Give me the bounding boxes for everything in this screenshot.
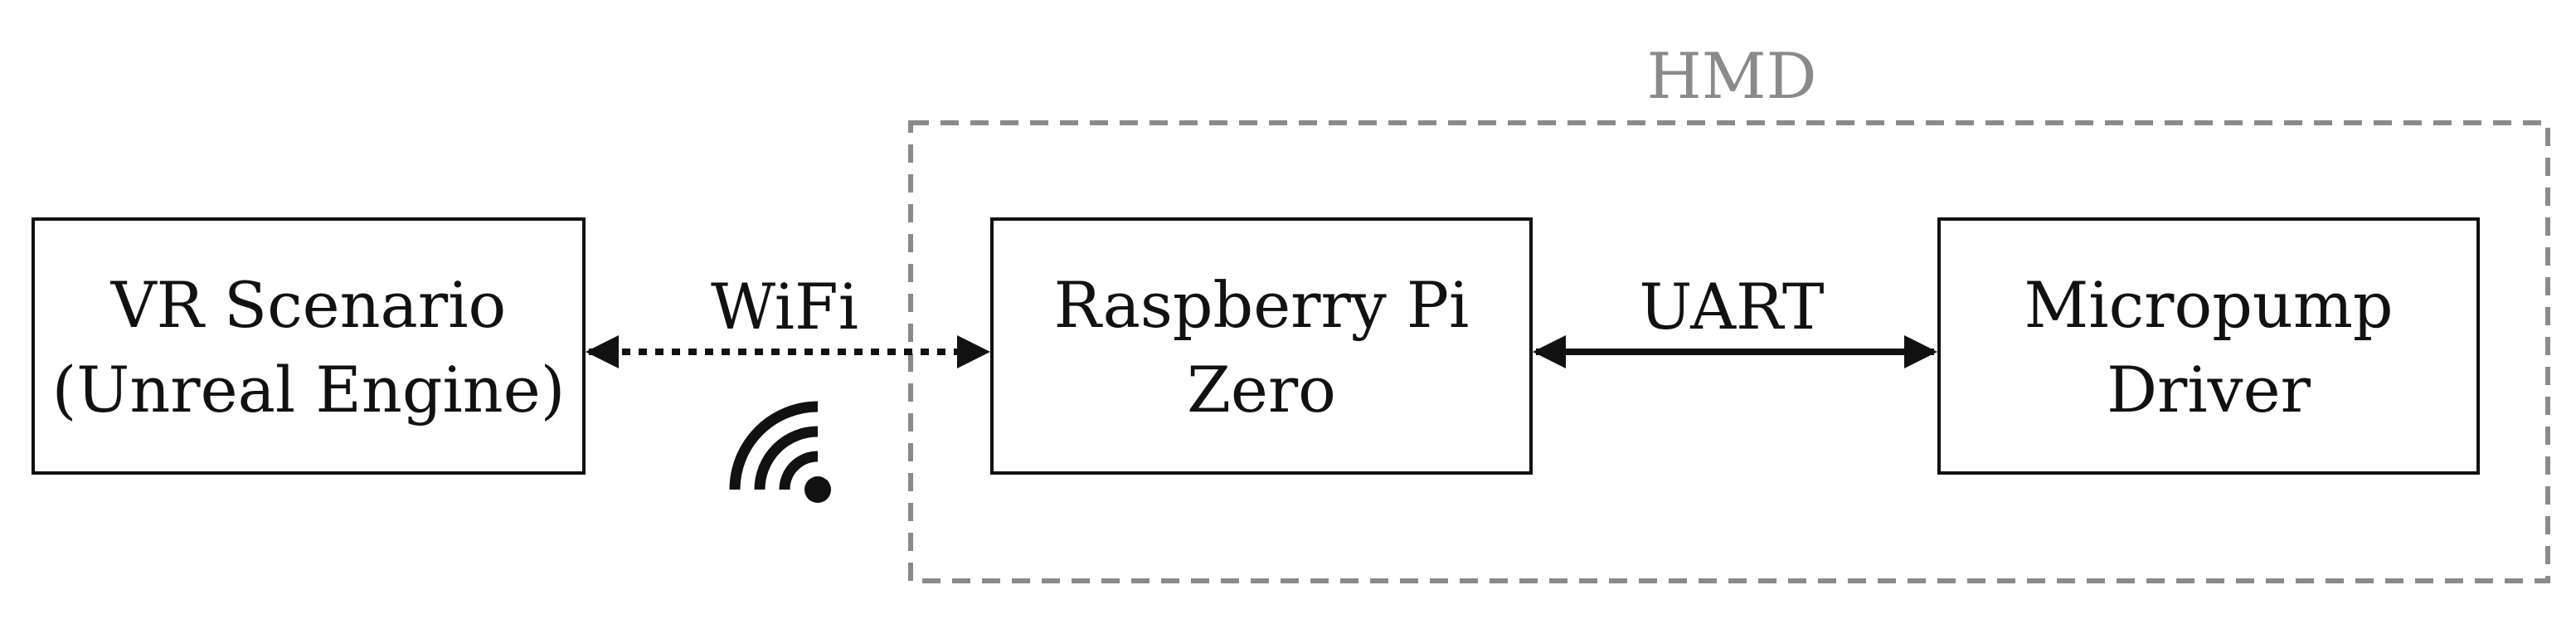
- vr-scenario-label-line2: (Unreal Engine): [52, 353, 566, 427]
- wifi-edge: WiFi: [586, 270, 990, 368]
- vr-scenario-node: VR Scenario (Unreal Engine): [32, 217, 586, 475]
- vr-scenario-box: [32, 217, 586, 475]
- micropump-driver-label-line2: Driver: [2107, 353, 2311, 427]
- wifi-label: WiFi: [711, 270, 858, 344]
- wifi-icon: [729, 401, 831, 503]
- raspberry-pi-label-line1: Raspberry Pi: [1054, 268, 1470, 342]
- vr-scenario-label-line1: VR Scenario: [110, 268, 507, 342]
- uart-edge: UART: [1533, 270, 1937, 368]
- micropump-driver-label-line1: Micropump: [2024, 268, 2393, 342]
- raspberry-pi-box: [990, 217, 1533, 475]
- hmd-group-label: HMD: [1646, 39, 1816, 113]
- hmd-group-border: [908, 120, 2550, 583]
- raspberry-pi-node: Raspberry Pi Zero: [990, 217, 1533, 475]
- uart-label: UART: [1639, 270, 1824, 344]
- micropump-driver-node: Micropump Driver: [1937, 217, 2480, 475]
- hmd-group: HMD: [908, 39, 2550, 583]
- raspberry-pi-label-line2: Zero: [1187, 353, 1336, 427]
- micropump-driver-box: [1937, 217, 2480, 475]
